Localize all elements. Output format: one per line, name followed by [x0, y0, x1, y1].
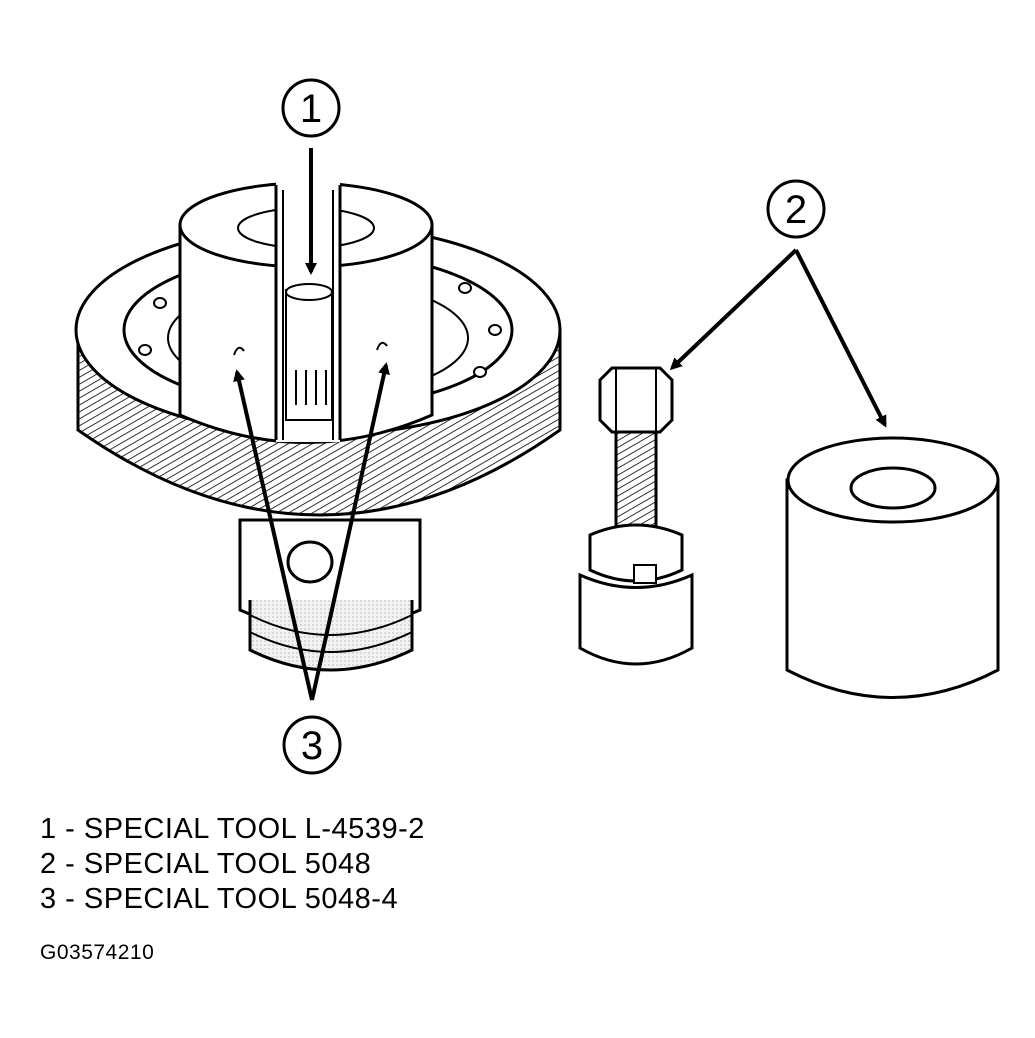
callout-3: 3	[282, 715, 342, 775]
legend-item-2: 2 - SPECIAL TOOL 5048	[40, 848, 372, 880]
differential-assembly	[74, 180, 562, 672]
arrow-callout-3-left	[233, 369, 314, 701]
callout-2-number: 2	[785, 188, 807, 232]
leader-arrows	[233, 148, 887, 701]
arrow-callout-2-cup	[794, 249, 887, 428]
special-tool-5048	[578, 366, 1000, 699]
legend: 1 - SPECIAL TOOL L-4539-2 2 - SPECIAL TO…	[40, 812, 425, 917]
differential-hub	[238, 518, 422, 672]
tool-cylinder	[178, 180, 434, 444]
arrow-callout-2-screw	[669, 248, 798, 371]
legend-item-1: 1 - SPECIAL TOOL L-4539-2	[40, 813, 425, 845]
callout-1-number: 1	[300, 87, 322, 131]
callout-1: 1	[281, 78, 341, 138]
arrow-callout-3-right	[310, 362, 390, 701]
receiving-cup	[785, 436, 1000, 699]
callout-3-number: 3	[301, 724, 323, 768]
forcing-screw	[578, 366, 694, 666]
legend-item-3: 3 - SPECIAL TOOL 5048-4	[40, 883, 399, 915]
callout-2: 2	[766, 179, 826, 239]
figure-code: G03574210	[40, 941, 155, 964]
